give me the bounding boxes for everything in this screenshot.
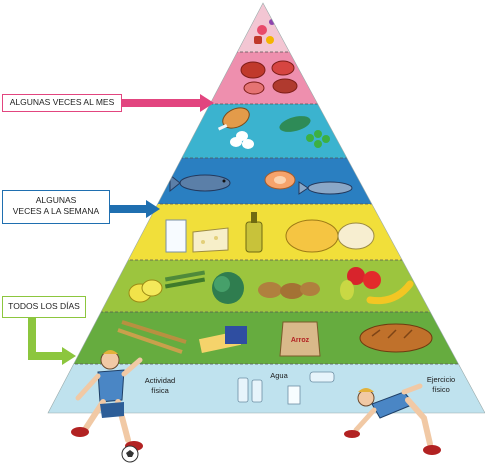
tier-sweets: [48, 3, 485, 52]
exercising-person-figure: [344, 383, 441, 455]
sweets-icon: [254, 19, 275, 44]
small-fish-icon: [298, 181, 353, 195]
rice-label: Arroz: [291, 337, 310, 344]
tuna-fish-icon: [169, 173, 231, 193]
wheat-icon: [117, 320, 187, 354]
arrow-weekly: [108, 200, 160, 218]
label-weekly-line2: VECES A LA SEMANA: [12, 206, 100, 216]
arrow-monthly: [120, 94, 214, 112]
salmon-steak-icon: [264, 170, 296, 190]
milk-glass-icon: [165, 219, 187, 253]
chicken-leg-icon: [217, 107, 250, 131]
cheese-wheel-icon: [285, 219, 375, 253]
rice-bag-icon: Arroz: [279, 321, 321, 357]
red-meat-icon: [240, 60, 298, 95]
cheese-block-icon: [192, 227, 229, 253]
label-daily-text: TODOS LOS DÍAS: [8, 301, 80, 311]
label-weekly-line1: ALGUNAS: [35, 195, 77, 205]
label-monthly-text: ALGUNAS VECES AL MES: [9, 97, 115, 107]
eggs-icon: [230, 131, 254, 149]
lemons-icon: [128, 279, 163, 303]
arrow-daily: [28, 318, 76, 365]
exercise-label-line2: físico: [432, 385, 450, 394]
label-weekly: ALGUNAS VECES A LA SEMANA: [2, 190, 110, 224]
activity-label-line2: física: [151, 386, 169, 395]
water-bottles-icon: [237, 371, 335, 405]
label-monthly: ALGUNAS VECES AL MES: [2, 94, 122, 112]
asparagus-icon: [164, 270, 206, 289]
pasta-icon: [198, 326, 247, 354]
bananas-icon: [366, 280, 414, 305]
water-label: Agua: [270, 371, 288, 380]
label-daily: TODOS LOS DÍAS: [2, 296, 86, 318]
bread-icon: [359, 323, 433, 353]
soccer-player-figure: [71, 350, 143, 463]
apples-pears-icon: [340, 267, 381, 300]
exercise-label-line1: Ejercicio: [427, 375, 455, 384]
olive-oil-bottle-icon: [245, 212, 263, 253]
lettuce-icon: [212, 272, 244, 304]
potatoes-icon: [258, 282, 320, 299]
activity-label-line1: Actividad: [145, 376, 175, 385]
green-vegetables-icon: [279, 116, 330, 148]
